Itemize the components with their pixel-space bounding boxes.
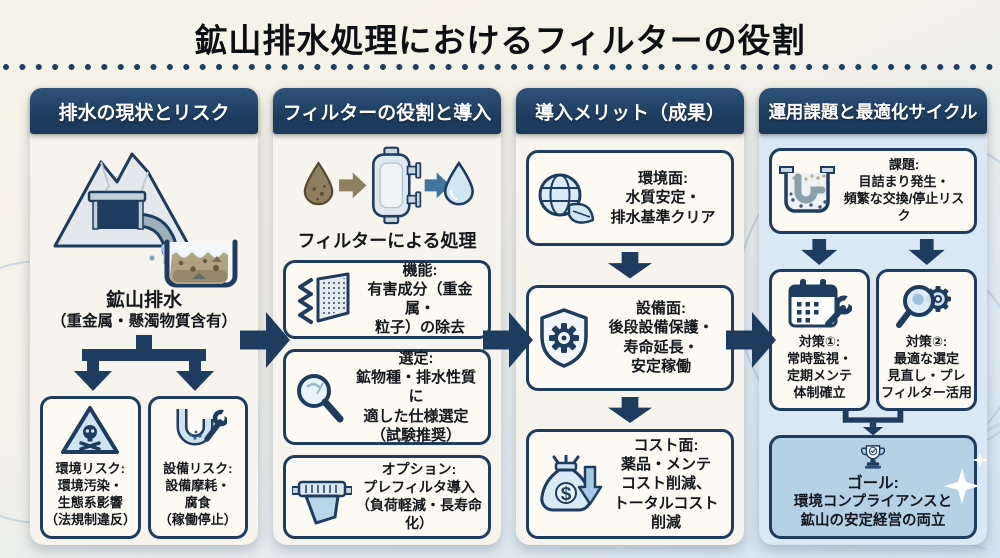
double-arrow-row: [769, 239, 977, 265]
challenge-text: 課題: 目詰まり発生・ 頻繁な交換/停止リスク: [843, 157, 965, 223]
equipment-merit-text: 設備面: 後段設備保護・ 寿命延長・ 安定稼働: [608, 300, 714, 375]
env-merit-text: 環境面: 水質安定・ 排水基準クリア: [610, 170, 716, 226]
equipment-risk-text: 設備リスク: 設備摩耗・ 腐食 （稼働停止）: [158, 461, 237, 528]
down-arrow: [608, 396, 652, 423]
cost-merit-box: $ コスト面: 薬品・メンテ コスト削減、 トータルコスト削減: [526, 429, 734, 539]
filter-caption: フィルターによる処理: [297, 230, 477, 251]
column-filter: フィルターの役割と導入 フィルターによる処理: [273, 88, 501, 545]
column-drainage: 排水の現状とリスク: [30, 88, 258, 545]
shield-gear-icon: [540, 307, 588, 368]
measure2-text: 対策②: 最適な選定 見直し・プレ フィルター活用: [881, 334, 972, 400]
trophy-check-icon: [860, 445, 886, 469]
function-text: 機能: 有害成分（重金属・ 粒子）の除去: [367, 262, 473, 337]
down-arrow: [608, 252, 652, 279]
dirty-drop-filter-clean-drop-icon: [303, 146, 474, 225]
prefilter-icon: [292, 480, 352, 525]
goal-box: ゴール: 環境コンプライアンスと 鉱山の安定経営の両立: [769, 435, 977, 539]
pipe-wrench-icon: [176, 407, 227, 446]
source-sublabel: （重金属・懸濁物質含有）: [50, 312, 237, 330]
column-merits-header: 導入メリット（成果）: [516, 88, 744, 134]
env-risk-text: 環境リスク: 環境汚染・ 生態系影響 （法規制違反）: [45, 461, 137, 528]
down-arrow: [908, 239, 945, 265]
source-label: 鉱山排水: [105, 290, 182, 311]
function-box: 機能: 有害成分（重金属・ 粒子）の除去: [283, 259, 491, 339]
env-merit-box: 環境面: 水質安定・ 排水基準クリア: [526, 150, 734, 246]
cost-merit-text: コスト面: 薬品・メンテ コスト削減、 トータルコスト削減: [613, 437, 719, 531]
mesh-filter-icon: [298, 272, 350, 325]
hazard-skull-icon: [61, 406, 120, 455]
globe-leaf-icon: [538, 173, 595, 224]
column-operation: 運用課題と最適化サイクル 課題: 目詰まり発生・: [759, 88, 987, 545]
mine-discharge-tank-icon: [53, 152, 238, 288]
down-arrow: [801, 239, 838, 265]
split-down-arrow: [74, 335, 214, 392]
column-merits: 導入メリット（成果） 環境面: 水質安定・ 排水基準クリア: [516, 88, 744, 545]
equipment-merit-box: 設備面: 後段設備保護・ 寿命延長・ 安定稼働: [526, 284, 734, 391]
column-drainage-header: 排水の現状とリスク: [30, 88, 258, 134]
goal-text: ゴール: 環境コンプライアンスと 鉱山の安定経営の両立: [793, 474, 953, 529]
clogged-filter-icon: [779, 166, 835, 213]
calendar-wrench-icon: [788, 279, 852, 328]
option-text: オプション: プレフィルタ導入 （負荷軽減・長寿命化）: [356, 461, 482, 531]
measure2-box: 対策②: 最適な選定 見直し・プレ フィルター活用: [876, 269, 977, 411]
magnifier-gear-icon: [895, 285, 951, 328]
column-filter-header: フィルターの役割と導入: [273, 88, 501, 134]
measure1-box: 対策①: 常時監視・ 定期メンテ 体制確立: [769, 269, 870, 411]
selection-box: 選定: 鉱物種・排水性質に 適した仕様選定 （試験推奨）: [283, 349, 491, 445]
column-operation-header: 運用課題と最適化サイクル: [759, 88, 987, 134]
measure1-text: 対策①: 常時監視・ 定期メンテ 体制確立: [786, 334, 852, 400]
option-box: オプション: プレフィルタ導入 （負荷軽減・長寿命化）: [283, 455, 491, 539]
dotted-divider: [2, 63, 998, 71]
selection-text: 選定: 鉱物種・排水性質に 適した仕様選定 （試験推奨）: [355, 350, 476, 444]
magnifier-icon: [297, 374, 344, 423]
equipment-risk-box: 設備リスク: 設備摩耗・ 腐食 （稼働停止）: [147, 396, 248, 539]
challenge-box: 課題: 目詰まり発生・ 頻繁な交換/停止リスク: [769, 148, 977, 234]
merge-down-arrow: [842, 410, 904, 435]
moneybag-arrow-icon: $: [540, 455, 603, 512]
page-title: 鉱山排水処理におけるフィルターの役割: [194, 22, 806, 59]
svg-text:$: $: [561, 484, 572, 505]
env-risk-box: 環境リスク: 環境汚染・ 生態系影響 （法規制違反）: [40, 396, 141, 539]
